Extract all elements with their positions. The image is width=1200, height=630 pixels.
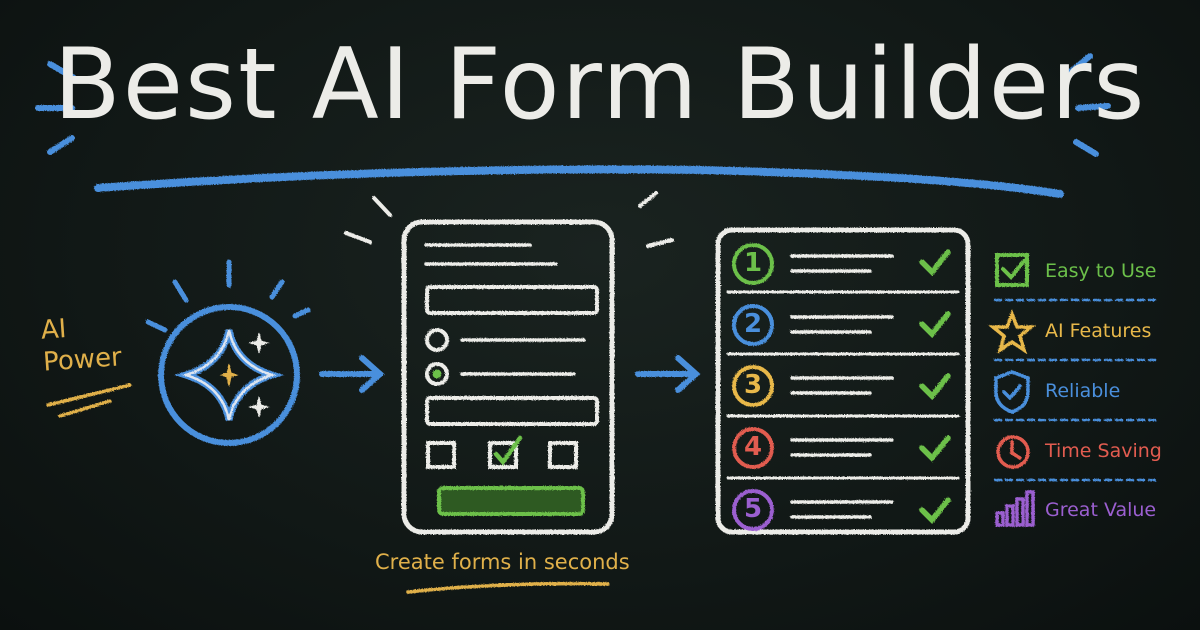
feature-time-saving: Time Saving	[1045, 440, 1162, 462]
rank-number: 3	[743, 370, 763, 400]
rank-number: 2	[743, 309, 763, 339]
ai-power-line2: Power	[42, 342, 123, 378]
title-sparkle-right-icon	[1065, 53, 1111, 157]
feature-reliable: Reliable	[1045, 380, 1121, 402]
feature-ai-features: AI Features	[1045, 320, 1152, 342]
arrow-right-icon	[635, 355, 701, 393]
arrow-right-icon	[319, 355, 385, 393]
page-title: Best AI Form Builders	[53, 28, 1147, 142]
feature-easy-to-use: Easy to Use	[1045, 260, 1157, 282]
shield-check-icon	[994, 370, 1030, 414]
checkbox-icon	[995, 253, 1029, 287]
title-sparkle-left-icon	[35, 61, 77, 155]
form-mockup-icon	[401, 219, 615, 535]
rank-number: 1	[743, 248, 763, 278]
rank-number: 5	[743, 494, 763, 524]
caption-text: Create forms in seconds	[375, 550, 630, 574]
clock-icon	[996, 435, 1030, 469]
title-underline	[94, 165, 1064, 198]
rank-number: 4	[743, 432, 763, 462]
caption-underline	[406, 581, 610, 594]
feature-dividers	[993, 298, 1162, 482]
star-icon	[988, 309, 1036, 355]
bar-chart-icon	[995, 490, 1035, 527]
ai-power-label: AI Power	[40, 309, 123, 378]
form-burst-icon	[344, 191, 674, 248]
ai-sparkle-icon	[145, 259, 311, 446]
feature-great-value: Great Value	[1045, 499, 1157, 521]
ranked-list-card	[715, 227, 971, 535]
ai-power-underline	[46, 383, 132, 418]
